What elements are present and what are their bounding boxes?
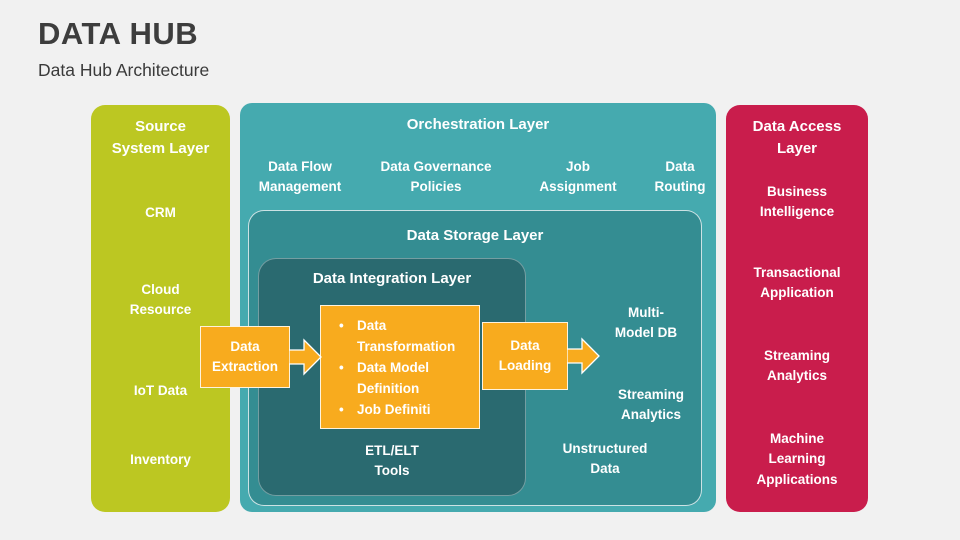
data-integration-layer: Data Integration Layer Data Transformati…: [258, 258, 526, 496]
source-item-cloud-resource: Cloud Resource: [129, 282, 192, 318]
page-title: DATA HUB: [38, 16, 199, 51]
bullet-item-data-model-definition: Data Model Definition: [337, 358, 473, 400]
orch-item-job-assignment: Job Assignment: [539, 159, 617, 195]
source-system-layer-title: Source System Layer: [111, 118, 210, 157]
data-extraction-arrow-right-icon: [289, 338, 322, 376]
source-item-crm: CRM: [145, 205, 176, 220]
data-storage-layer-title: Data Storage Layer: [406, 227, 544, 244]
access-item-business-intelligence: Business Intelligence: [759, 184, 835, 220]
source-system-layer: Source System Layer CRM Cloud Resource I…: [91, 105, 230, 512]
data-loading-box: Data Loading: [482, 322, 568, 390]
orch-item-data-flow-management: Data Flow Management: [258, 159, 342, 195]
orchestration-layer: Orchestration Layer Data Flow Management…: [240, 103, 716, 512]
access-item-streaming-analytics: Streaming Analytics: [763, 348, 831, 384]
data-access-layer-title: Data Access Layer: [752, 118, 842, 157]
storage-item-unstructured-data: Unstructured Data: [562, 441, 648, 477]
integration-bullet-box: Data Transformation Data Model Definitio…: [320, 305, 480, 429]
data-loading-arrow-right-icon: [567, 337, 600, 375]
access-item-machine-learning-apps: Machine Learning Applications: [756, 431, 838, 487]
page-subtitle: Data Hub Architecture: [38, 60, 210, 80]
orch-item-data-routing: Data Routing: [654, 159, 706, 195]
access-item-transactional-application: Transactional Application: [753, 265, 841, 301]
etl-elt-tools-label: ETL/ELT Tools: [365, 443, 419, 479]
bullet-item-job-definition: Job Definiti: [337, 400, 473, 421]
storage-item-streaming-analytics: Streaming Analytics: [617, 387, 685, 423]
data-access-layer: Data Access Layer Business Intelligence …: [726, 105, 868, 512]
bullet-item-data-transformation: Data Transformation: [337, 316, 473, 358]
source-item-iot-data: IoT Data: [133, 383, 188, 398]
orch-item-data-governance-policies: Data Governance Policies: [380, 159, 492, 195]
integration-bullet-list: Data Transformation Data Model Definitio…: [337, 316, 473, 421]
orchestration-layer-title: Orchestration Layer: [406, 116, 550, 133]
data-extraction-box: Data Extraction: [200, 326, 290, 388]
storage-item-multi-model-db: Multi- Model DB: [614, 305, 678, 341]
data-integration-layer-title: Data Integration Layer: [312, 270, 472, 287]
data-storage-layer: Data Storage Layer Data Integration Laye…: [248, 210, 702, 506]
source-item-inventory: Inventory: [130, 452, 191, 467]
